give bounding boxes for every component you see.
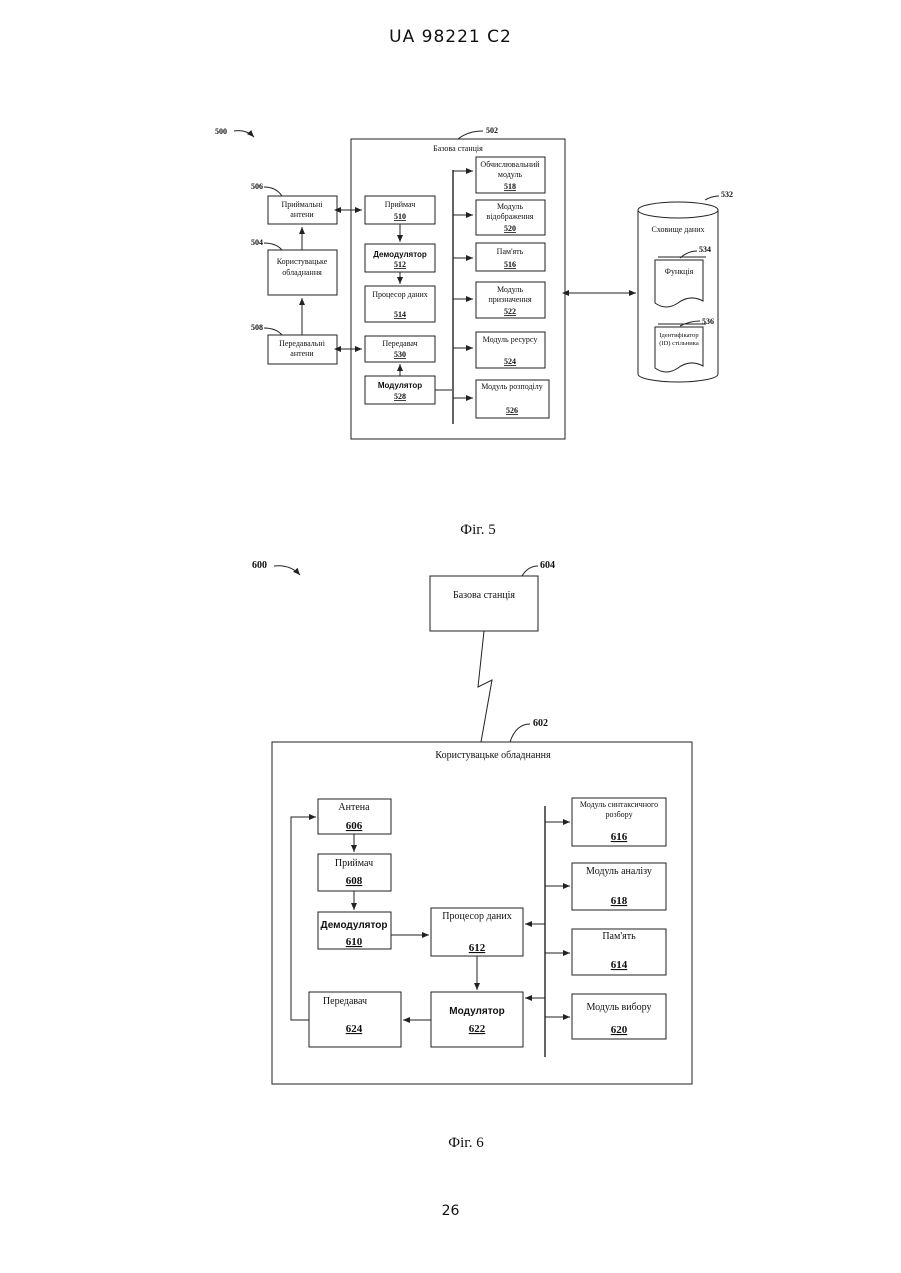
receiver-label-6: Приймач <box>335 858 373 869</box>
resource-module-label: Модуль ресурсу <box>483 335 538 344</box>
ref-604-leader <box>522 566 538 576</box>
function-document-label: Функція <box>665 267 694 276</box>
memory-number: 516 <box>504 260 516 269</box>
transmitter-number: 530 <box>394 350 406 359</box>
ref-536: 536 <box>702 317 714 326</box>
ref-506-leader <box>264 187 282 196</box>
distribution-module-label: Модуль розподілу <box>481 382 543 391</box>
demodulator-number: 512 <box>394 260 406 269</box>
wireless-link-icon <box>478 631 492 742</box>
ref-602: 602 <box>533 718 548 729</box>
tx-antenna-label: Передавальні <box>279 339 326 348</box>
user-equipment-label: Користувацьке <box>277 257 328 266</box>
tx-antenna-label-2: антени <box>290 349 314 358</box>
ref-602-leader <box>510 724 530 742</box>
modulator-number: 528 <box>394 392 406 401</box>
distribution-module-number: 526 <box>506 406 518 415</box>
figure-6-caption: Фіг. 6 <box>448 1135 484 1151</box>
ref-600: 600 <box>252 560 267 571</box>
ref-532-leader <box>705 196 719 200</box>
ref-534: 534 <box>699 245 711 254</box>
select-module-label: Модуль вибору <box>586 1002 651 1013</box>
ref-508: 508 <box>251 323 263 332</box>
compute-module-label: Обчислювальний <box>480 160 540 169</box>
figure-6: 600 Базова станція 604 Користувацьке обл… <box>252 560 692 1151</box>
demodulator-label-6: Демодулятор <box>321 920 388 931</box>
data-processor-label-6: Процесор даних <box>442 911 511 922</box>
display-module-label-2: відображення <box>487 212 534 221</box>
ref-600-arrow <box>274 566 300 575</box>
transmitter-number-6: 624 <box>346 1023 363 1035</box>
ref-500: 500 <box>215 127 227 136</box>
rx-antenna-label: Приймальні <box>281 200 323 209</box>
ref-504: 504 <box>251 238 263 247</box>
modulator-label: Модулятор <box>378 381 422 390</box>
antenna-label: Антена <box>338 802 370 813</box>
assign-module-label-2: призначення <box>488 295 531 304</box>
data-processor-label: Процесор даних <box>372 290 428 299</box>
parse-module-label: Модуль синтаксичного <box>580 800 658 809</box>
figure-5-caption: Фіг. 5 <box>460 522 495 538</box>
rx-antenna-label-2: антени <box>290 210 314 219</box>
memory-number-6: 614 <box>611 959 628 971</box>
modulator-number-6: 622 <box>469 1023 486 1035</box>
data-processor-number: 514 <box>394 310 406 319</box>
display-module-number: 520 <box>504 224 516 233</box>
antenna-number: 606 <box>346 820 363 832</box>
assign-module-label: Модуль <box>497 285 523 294</box>
transmitter-label: Передавач <box>382 339 417 348</box>
demodulator-label: Демодулятор <box>373 250 427 259</box>
receiver-label: Приймач <box>385 200 416 209</box>
demodulator-number-6: 610 <box>346 936 363 948</box>
data-processor-number-6: 612 <box>469 942 486 954</box>
ref-604: 604 <box>540 560 555 571</box>
resource-module-number: 524 <box>504 357 516 366</box>
memory-label-6: Пам'ять <box>602 931 636 942</box>
assign-module-number: 522 <box>504 307 516 316</box>
receiver-number-6: 608 <box>346 875 363 887</box>
storage-label: Сховище даних <box>652 225 705 234</box>
memory-label: Пам'ять <box>497 247 524 256</box>
parse-module-number: 616 <box>611 831 628 843</box>
storage-cylinder-top <box>638 202 718 218</box>
modulator-box-6 <box>431 992 523 1047</box>
transmitter-label-6: Передавач <box>323 996 367 1007</box>
select-module-number: 620 <box>611 1024 628 1036</box>
base-station-title: Базова станція <box>433 144 483 153</box>
ref-504-leader <box>264 243 282 250</box>
compute-module-number: 518 <box>504 182 516 191</box>
cell-id-document-label: Ідентифікатор <box>659 332 698 339</box>
cell-id-document-label-2: (ID) стільника <box>659 340 699 347</box>
page-number: 26 <box>0 1203 901 1219</box>
ref-532: 532 <box>721 190 733 199</box>
receiver-number: 510 <box>394 212 406 221</box>
parse-module-label-2: розбору <box>605 810 632 819</box>
user-equipment-title: Користувацьке обладнання <box>435 750 551 761</box>
figure-5: 500 Базова станція 502 Приймальні антени… <box>215 126 733 538</box>
ref-502-leader <box>458 131 483 139</box>
compute-module-label-2: модуль <box>498 170 523 179</box>
ref-506: 506 <box>251 182 263 191</box>
modulator-label-6: Модулятор <box>449 1006 504 1017</box>
ref-508-leader <box>264 328 282 335</box>
base-station-label: Базова станція <box>453 590 515 601</box>
base-station-box <box>430 576 538 631</box>
analysis-module-label: Модуль аналізу <box>586 866 652 877</box>
display-module-label: Модуль <box>497 202 523 211</box>
analysis-module-number: 618 <box>611 895 628 907</box>
ref-502: 502 <box>486 126 498 135</box>
user-equipment-label-2: обладнання <box>282 268 322 277</box>
ref-500-arrow <box>234 131 254 137</box>
